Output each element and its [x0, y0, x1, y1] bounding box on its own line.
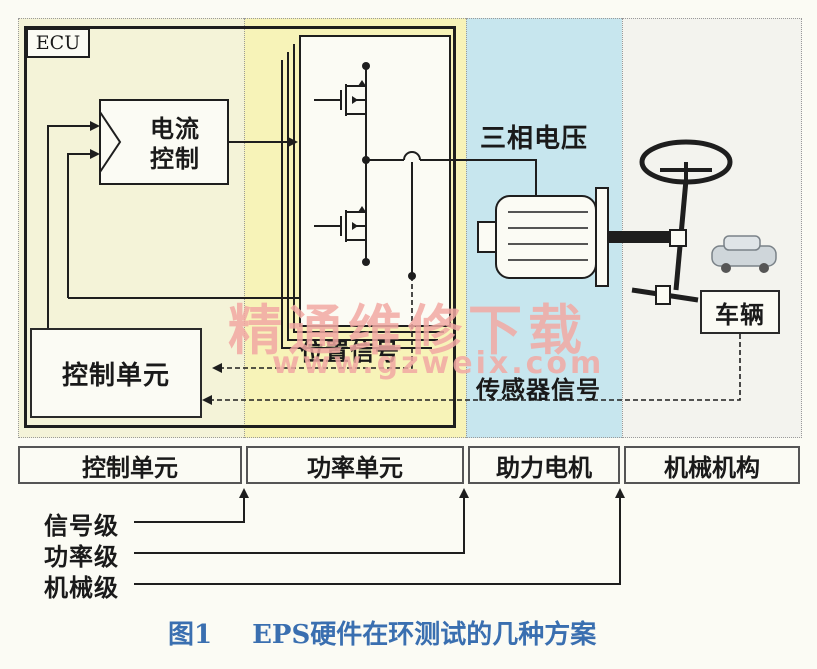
header-control-unit: 控制单元 [18, 446, 242, 484]
level-signal: 信号级 [44, 512, 119, 540]
ecu-frame [24, 26, 456, 428]
figure-number: 图1 [168, 620, 213, 650]
watermark-url: www.gzweix.com [272, 346, 605, 381]
figure-title: EPS硬件在环测试的几种方案 [252, 620, 597, 650]
vehicle-box: 车辆 [700, 290, 780, 334]
car-icon [711, 235, 777, 273]
figure-caption: 图1 EPS硬件在环测试的几种方案 [168, 614, 596, 651]
three-phase-label: 三相电压 [480, 124, 589, 154]
ecu-label: ECU [26, 28, 90, 58]
control-unit-label: 控制单元 [61, 360, 170, 391]
header-assist-motor: 助力电机 [468, 446, 620, 484]
watermark-text: 精通维修下载 [228, 298, 588, 362]
level-mechanical: 机械级 [44, 574, 119, 602]
position-signal-label: 位置信号 [300, 338, 400, 366]
control-unit-box: 控制单元 [30, 328, 202, 418]
header-power-unit: 功率单元 [246, 446, 464, 484]
mechanism-zone [622, 18, 802, 438]
current-control-label: 电流控制 [150, 115, 200, 173]
vehicle-label: 车辆 [715, 300, 765, 329]
sensor-signal-label: 传感器信号 [476, 376, 601, 404]
level-power: 功率级 [44, 543, 119, 571]
header-mechanism: 机械机构 [624, 446, 800, 484]
